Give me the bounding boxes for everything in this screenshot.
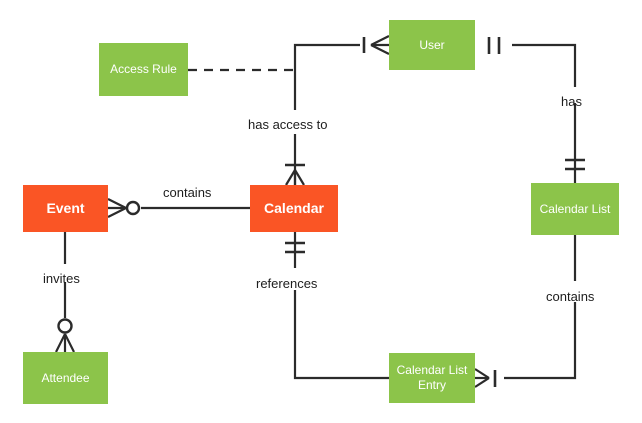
entity-event-label: Event xyxy=(46,199,85,216)
relationship-label-has: has xyxy=(561,94,582,109)
relationship-label-has-access-to: has access to xyxy=(248,117,328,132)
cardinality-many-calendar-list-entry xyxy=(474,368,497,388)
entity-calendar[interactable]: Calendar xyxy=(250,185,338,232)
entity-calendar-label: Calendar xyxy=(264,199,324,216)
entity-access-rule-label: Access Rule xyxy=(110,62,177,76)
entity-attendee[interactable]: Attendee xyxy=(23,352,108,404)
entity-access-rule[interactable]: Access Rule xyxy=(99,43,188,96)
relationship-label-invites: invites xyxy=(43,271,80,286)
cardinality-zero-or-many-event xyxy=(107,198,141,218)
cardinality-zero-or-many-attendee xyxy=(55,318,75,353)
connector-contains-event-calendar xyxy=(107,198,250,218)
entity-calendar-list-entry[interactable]: Calendar List Entry xyxy=(389,353,475,403)
relationship-label-references: references xyxy=(256,276,318,291)
entity-calendar-list-entry-label: Calendar List Entry xyxy=(396,363,468,392)
connector-has xyxy=(487,37,585,183)
cardinality-one-user-right xyxy=(487,37,501,54)
connector-contains-list-entry xyxy=(474,235,577,388)
entity-event[interactable]: Event xyxy=(23,185,108,232)
relationship-label-contains-list-entry: contains xyxy=(546,289,595,304)
entity-calendar-list[interactable]: Calendar List xyxy=(531,183,619,235)
entity-user-label: User xyxy=(419,37,445,52)
connector-invites xyxy=(55,232,75,353)
cardinality-one-calendar-list-top xyxy=(565,158,585,171)
connector-references xyxy=(285,232,389,380)
cardinality-one-calendar-bottom xyxy=(285,241,305,254)
entity-calendar-list-label: Calendar List xyxy=(539,201,611,216)
connector-has-access-to xyxy=(285,35,390,186)
relationship-label-contains-event-calendar: contains xyxy=(163,185,212,200)
cardinality-one-to-many-user xyxy=(362,35,390,55)
entity-attendee-label: Attendee xyxy=(41,370,90,385)
cardinality-one-or-many-calendar xyxy=(285,163,305,186)
entity-user[interactable]: User xyxy=(389,20,475,70)
